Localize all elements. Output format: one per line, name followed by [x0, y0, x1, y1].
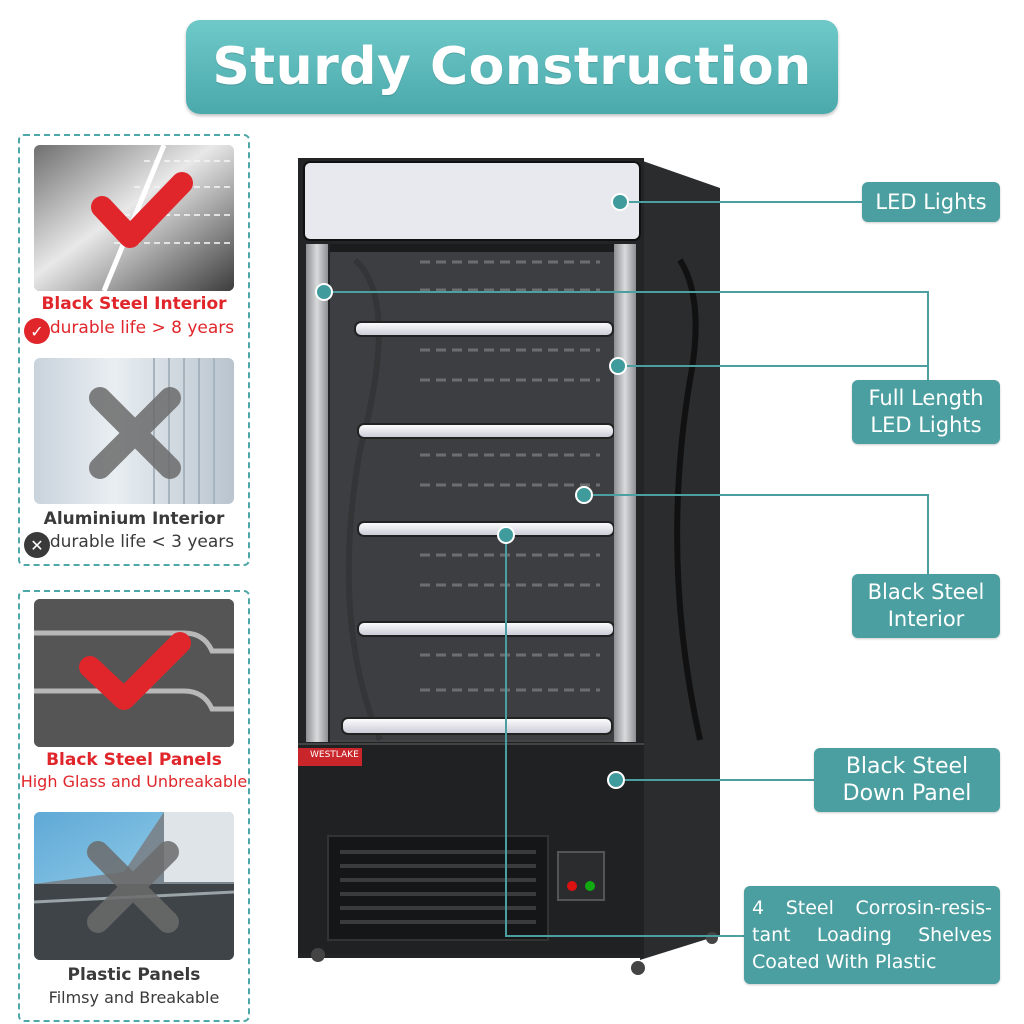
led-lights-marker	[611, 193, 629, 211]
steel-shelves-label: 4 Steel Corrosin-resis- tant Loading She…	[744, 886, 1000, 984]
black-steel-interior-image	[34, 145, 234, 291]
cross-mark	[87, 841, 179, 933]
label-text: LED Lights	[875, 189, 987, 214]
check-mark	[79, 632, 191, 710]
label-text-line2: LED Lights	[870, 413, 982, 437]
label-text-line1: 4 Steel Corrosin-resis-	[752, 896, 992, 919]
label-text-line1: Full Length	[868, 386, 984, 410]
label-text-line2: tant Loading Shelves	[752, 923, 992, 946]
item-title: Black Steel Panels	[46, 750, 222, 770]
full-length-marker-left	[315, 283, 333, 301]
black-steel-interior-label: Black Steel Interior	[852, 574, 1000, 638]
check-icon: ✓	[24, 318, 50, 344]
item-title: Black Steel Interior	[41, 294, 227, 314]
aluminium-interior-image	[34, 358, 234, 504]
item-subtitle: High Glass and Unbreakable	[20, 772, 248, 791]
cross-icon: ✕	[24, 532, 50, 558]
item-title: Aluminium Interior	[43, 509, 225, 529]
black-steel-panels-image	[34, 599, 234, 747]
label-text-line2: Down Panel	[842, 781, 972, 806]
label-text-line3: Coated With Plastic	[752, 950, 937, 973]
label-text-line1: Black Steel	[867, 580, 985, 604]
page-title: Sturdy Construction	[212, 37, 812, 97]
plastic-panel-view	[34, 812, 234, 960]
label-text-line2: Interior	[887, 607, 965, 631]
plastic-panels-image	[34, 812, 234, 960]
black-steel-down-panel-label: Black Steel Down Panel	[814, 748, 1000, 812]
interior-comparison-panel: Black Steel Interior ✓ durable life > 8 …	[18, 134, 250, 566]
item-subtitle: durable life > 8 years	[49, 318, 235, 338]
label-text-line1: Black Steel	[845, 754, 969, 779]
check-mark	[91, 172, 193, 248]
item-subtitle: durable life < 3 years	[49, 532, 235, 552]
steel-panel-edges	[34, 599, 234, 747]
full-length-marker-right	[609, 357, 627, 375]
title-banner: Sturdy Construction	[186, 20, 838, 114]
aluminium-grooves	[89, 358, 215, 504]
cross-mark	[89, 387, 181, 479]
down-panel-marker	[607, 771, 625, 789]
item-subtitle: Filmsy and Breakable	[48, 988, 220, 1007]
panel-comparison-panel: Black Steel Panels High Glass and Unbrea…	[18, 590, 250, 1022]
steel-slot-pattern	[34, 145, 234, 291]
interior-marker	[575, 486, 593, 504]
brand-badge: WESTLAKE	[310, 750, 359, 760]
led-lights-label: LED Lights	[862, 182, 1000, 222]
shelves-marker	[497, 526, 515, 544]
item-title: Plastic Panels	[67, 965, 201, 985]
full-length-led-label: Full Length LED Lights	[852, 380, 1000, 444]
